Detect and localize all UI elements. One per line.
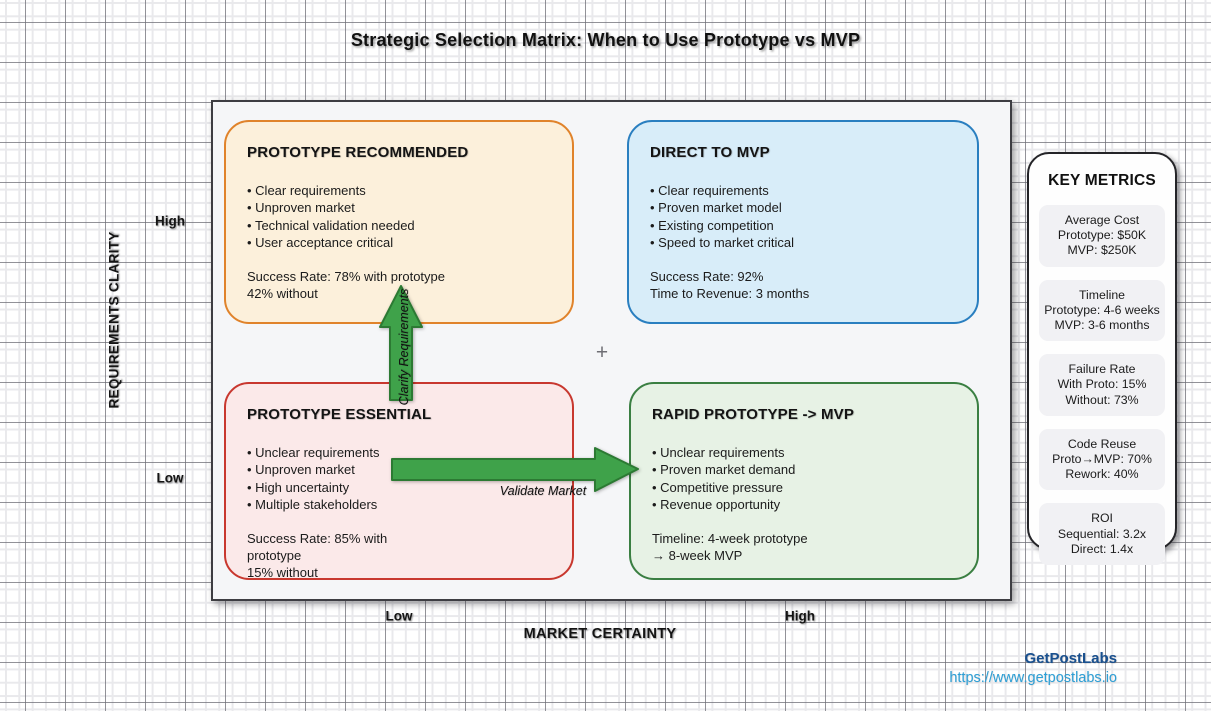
metric-title: ROI <box>1091 511 1113 526</box>
footer: GetPostLabs https://www.getpostlabs.io <box>787 650 1117 686</box>
brand-url-link[interactable]: https://www.getpostlabs.io <box>949 670 1117 686</box>
bullet-item: User acceptance critical <box>247 234 552 251</box>
quadrant-bullet-list: Clear requirements Unproven market Techn… <box>247 182 552 252</box>
x-axis-high-label: High <box>785 608 815 624</box>
stat-line: 42% without <box>247 286 318 302</box>
quadrant-bullet-list: Unclear requirements Proven market deman… <box>652 444 957 514</box>
metric-line: Without: 73% <box>1065 392 1139 407</box>
key-metrics-title: KEY METRICS <box>1048 172 1156 189</box>
bullet-item: Speed to market critical <box>650 234 957 251</box>
stat-line: 15% without <box>247 565 318 581</box>
metric-line: Rework: 40% <box>1065 467 1139 482</box>
bullet-item: High uncertainty <box>247 479 552 496</box>
metric-title: Timeline <box>1078 287 1125 302</box>
x-axis-low-label: Low <box>385 608 413 624</box>
clarify-requirements-label: Clarify Requirements <box>397 288 411 406</box>
quadrant-prototype-recommended: PROTOTYPE RECOMMENDED Clear requirements… <box>224 120 574 324</box>
metric-line: Direct: 1.4x <box>1070 541 1134 556</box>
right-arrow-icon <box>391 447 639 492</box>
bullet-item: Clear requirements <box>247 182 552 199</box>
bullet-item: Existing competition <box>650 217 957 234</box>
stat-line: Success Rate: 85% with <box>247 530 388 546</box>
plus-marker-icon: + <box>595 341 609 364</box>
bullet-item: Clear requirements <box>650 182 957 199</box>
metric-line: Proto→MVP: 70% <box>1052 452 1152 467</box>
metric-card-roi: ROI Sequential: 3.2x Direct: 1.4x <box>1039 503 1165 566</box>
metric-title: Failure Rate <box>1068 362 1136 377</box>
bullet-item: Proven market demand <box>652 461 957 478</box>
x-axis-title: MARKET CERTAINTY <box>523 626 677 642</box>
quadrant-rapid-prototype-mvp: RAPID PROTOTYPE -> MVP Unclear requireme… <box>629 382 979 580</box>
y-axis-high-label: High <box>155 213 185 229</box>
metric-line: MVP: 3-6 months <box>1054 318 1150 333</box>
bullet-item: Proven market model <box>650 199 957 216</box>
metric-card-average-cost: Average Cost Prototype: $50K MVP: $250K <box>1039 205 1165 267</box>
metric-line: Sequential: 3.2x <box>1057 526 1147 541</box>
bullet-item: Multiple stakeholders <box>247 496 552 513</box>
stat-line: prototype <box>247 548 302 564</box>
brand-name: GetPostLabs <box>1024 650 1117 667</box>
metric-title: Average Cost <box>1064 213 1140 227</box>
metric-line: With Proto: 15% <box>1057 377 1147 392</box>
quadrant-title: RAPID PROTOTYPE -> MVP <box>652 406 855 423</box>
quadrant-direct-to-mvp: DIRECT TO MVP Clear requirements Proven … <box>627 120 979 324</box>
bullet-item: Technical validation needed <box>247 217 552 234</box>
metric-line: Prototype: $50K <box>1057 228 1147 243</box>
stat-line: Time to Revenue: 3 months <box>650 286 810 302</box>
metric-card-timeline: Timeline Prototype: 4-6 weeks MVP: 3-6 m… <box>1039 279 1165 342</box>
quadrant-title: DIRECT TO MVP <box>650 144 770 161</box>
bullet-item: Unproven market <box>247 199 552 216</box>
stat-line: → 8-week MVP <box>652 548 743 564</box>
stat-line: Success Rate: 92% <box>650 268 764 284</box>
quadrant-bullet-list: Clear requirements Proven market model E… <box>650 182 957 252</box>
up-arrow-icon <box>379 285 423 401</box>
page-title: Strategic Selection Matrix: When to Use … <box>350 30 861 50</box>
bullet-item: Unproven market <box>247 461 552 478</box>
bullet-item: Competitive pressure <box>652 479 957 496</box>
bullet-item: Unclear requirements <box>652 444 957 461</box>
bullet-item: Unclear requirements <box>247 444 552 461</box>
validate-market-label: Validate Market <box>499 484 587 498</box>
quadrant-title: PROTOTYPE RECOMMENDED <box>247 144 469 161</box>
matrix-container: PROTOTYPE RECOMMENDED Clear requirements… <box>211 100 1012 601</box>
key-metrics-panel: KEY METRICS Average Cost Prototype: $50K… <box>1027 152 1177 566</box>
metric-line: Prototype: 4-6 weeks <box>1044 302 1160 317</box>
metric-card-failure-rate: Failure Rate With Proto: 15% Without: 73… <box>1039 354 1165 416</box>
quadrant-stats: Success Rate: 78% with prototype 42% wit… <box>247 268 552 303</box>
stat-line: Timeline: 4-week prototype <box>652 530 808 546</box>
quadrant-stats: Timeline: 4-week prototype → 8-week MVP <box>652 530 957 565</box>
quadrant-stats: Success Rate: 92% Time to Revenue: 3 mon… <box>650 268 957 303</box>
quadrant-stats: Success Rate: 85% with prototype 15% wit… <box>247 530 552 582</box>
bullet-item: Revenue opportunity <box>652 496 957 513</box>
quadrant-bullet-list: Unclear requirements Unproven market Hig… <box>247 444 552 514</box>
metric-title: Code Reuse <box>1067 436 1137 451</box>
quadrant-title: PROTOTYPE ESSENTIAL <box>247 406 432 423</box>
y-axis-title: REQUIREMENTS CLARITY <box>106 231 122 409</box>
metric-card-code-reuse: Code Reuse Proto→MVP: 70% Rework: 40% <box>1039 428 1165 491</box>
stat-line: Success Rate: 78% with prototype <box>247 268 445 284</box>
y-axis-low-label: Low <box>156 470 184 486</box>
metric-line: MVP: $250K <box>1067 243 1137 258</box>
